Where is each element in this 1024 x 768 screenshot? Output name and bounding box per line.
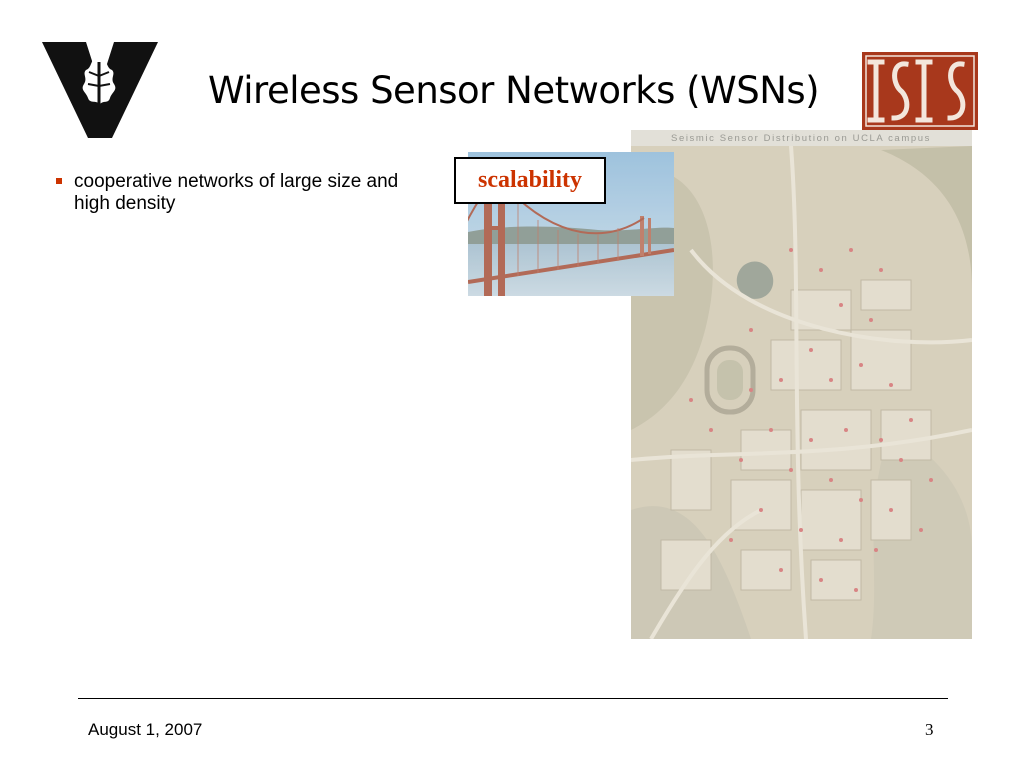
footer-date: August 1, 2007 (88, 720, 203, 739)
bullet-list: cooperative networks of large size and h… (56, 171, 416, 215)
bullet-text: cooperative networks of large size and h… (74, 171, 399, 214)
slide-title: Wireless Sensor Networks (WSNs) (208, 69, 820, 112)
map-caption: Seismic Sensor Distribution on UCLA camp… (671, 133, 931, 144)
bullet-marker-icon (56, 178, 62, 184)
bullet-item: cooperative networks of large size and h… (56, 171, 416, 215)
scalability-callout: scalability (454, 157, 606, 204)
scalability-label: scalability (477, 167, 582, 193)
page-number: 3 (925, 720, 934, 739)
footer-divider (78, 698, 948, 699)
vanderbilt-logo-icon (42, 42, 158, 138)
isis-logo-icon (862, 52, 978, 130)
campus-sensor-map: Seismic Sensor Distribution on UCLA camp… (631, 130, 972, 639)
